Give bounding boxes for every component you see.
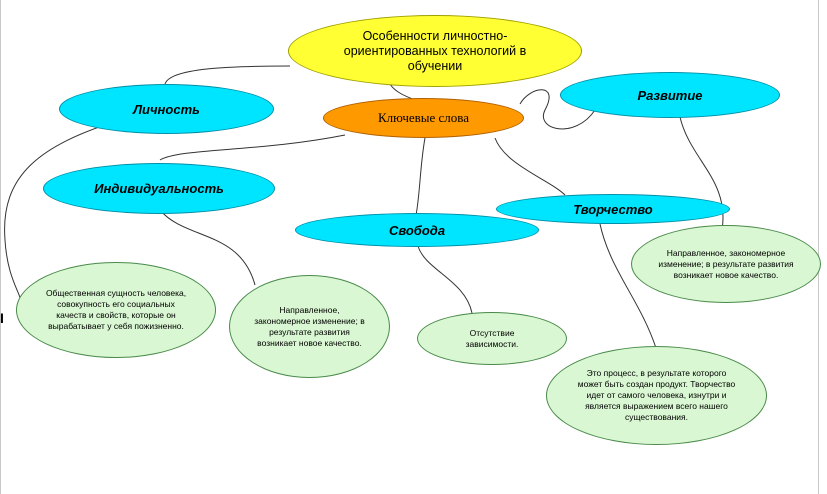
frame-left-border (0, 0, 1, 494)
connector-center-freedom (415, 137, 426, 216)
description-text-individuality: Направленное, закономерное изменение; в … (254, 304, 365, 348)
concept-label-freedom: Свобода (388, 222, 446, 238)
connector-development-description (679, 116, 724, 231)
concept-label-development: Развитие (637, 87, 703, 103)
title-node: Особенности личностно-ориентированных те… (288, 15, 582, 87)
description-text-freedom: Отсутствие зависимости. (465, 327, 519, 349)
edge-mark: I (0, 310, 4, 326)
description-node-individuality: Направленное, закономерное изменение; в … (229, 275, 390, 378)
description-node-freedom: Отсутствие зависимости. (417, 312, 567, 365)
connector-center-creativity (494, 137, 566, 196)
concept-node-creativity: Творчество (496, 194, 730, 224)
description-text-creativity: Это процесс, в результате которого может… (577, 368, 736, 422)
concept-node-development: Развитие (560, 72, 780, 118)
concept-node-personality: Личность (59, 84, 274, 134)
center-text: Ключевые слова (377, 110, 470, 125)
connector-freedom-description (417, 245, 473, 314)
connector-individuality-description (159, 209, 256, 286)
connector-creativity-description (599, 223, 657, 349)
concept-node-freedom: Свобода (295, 213, 539, 247)
concept-label-personality: Личность (133, 101, 200, 117)
description-node-development: Направленное, закономерное изменение; в … (631, 225, 821, 303)
connector-center-development (519, 89, 596, 130)
description-text-development: Направленное, закономерное изменение; в … (658, 247, 794, 280)
center-node: Ключевые слова (323, 98, 524, 138)
description-text-personality: Общественная сущность человека, совокупн… (45, 288, 187, 331)
connector-title-personality (164, 65, 291, 85)
concept-label-creativity: Творчество (573, 201, 653, 217)
frame-right-border (818, 0, 819, 494)
description-node-personality: Общественная сущность человека, совокупн… (16, 262, 216, 358)
title-text: Особенности личностно-ориентированных те… (343, 28, 527, 73)
concept-node-individuality: Индивидуальность (43, 163, 275, 214)
description-node-creativity: Это процесс, в результате которого может… (546, 346, 767, 445)
connector-center-individuality (159, 134, 346, 161)
concept-label-individuality: Индивидуальность (94, 181, 224, 196)
